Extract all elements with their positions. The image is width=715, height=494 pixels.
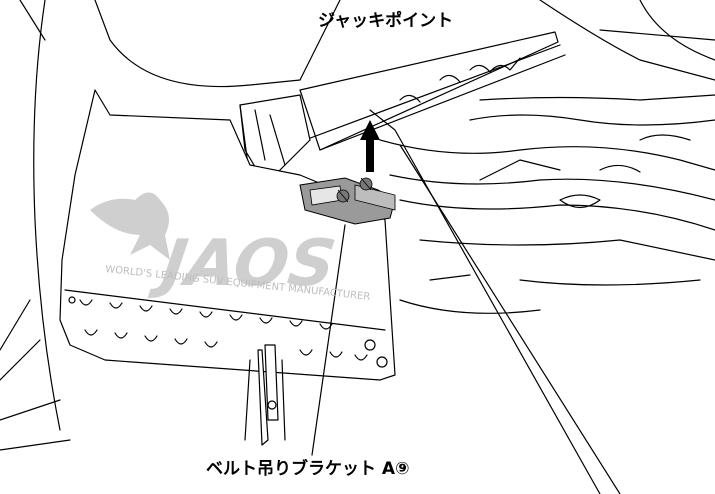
jack-point-label: ジャッキポイント xyxy=(318,11,454,31)
kangaroo-logo xyxy=(90,192,170,260)
belt-bracket xyxy=(299,177,396,225)
belt-bracket-label: ベルト吊りブラケット A⑨ xyxy=(206,459,410,479)
jaos-brand-text: JAOS xyxy=(147,226,340,301)
wheel-arch-outline xyxy=(0,0,71,451)
mud-flap xyxy=(59,89,396,381)
step-holes xyxy=(68,296,388,368)
hanging-belt xyxy=(244,344,286,446)
vehicle-body-outline xyxy=(19,0,715,88)
underbody-structure xyxy=(379,94,715,314)
jack-point-frame-rail xyxy=(299,31,566,151)
leader-lines xyxy=(311,109,621,494)
frame-mount xyxy=(239,94,311,176)
up-arrow-icon xyxy=(360,120,380,172)
